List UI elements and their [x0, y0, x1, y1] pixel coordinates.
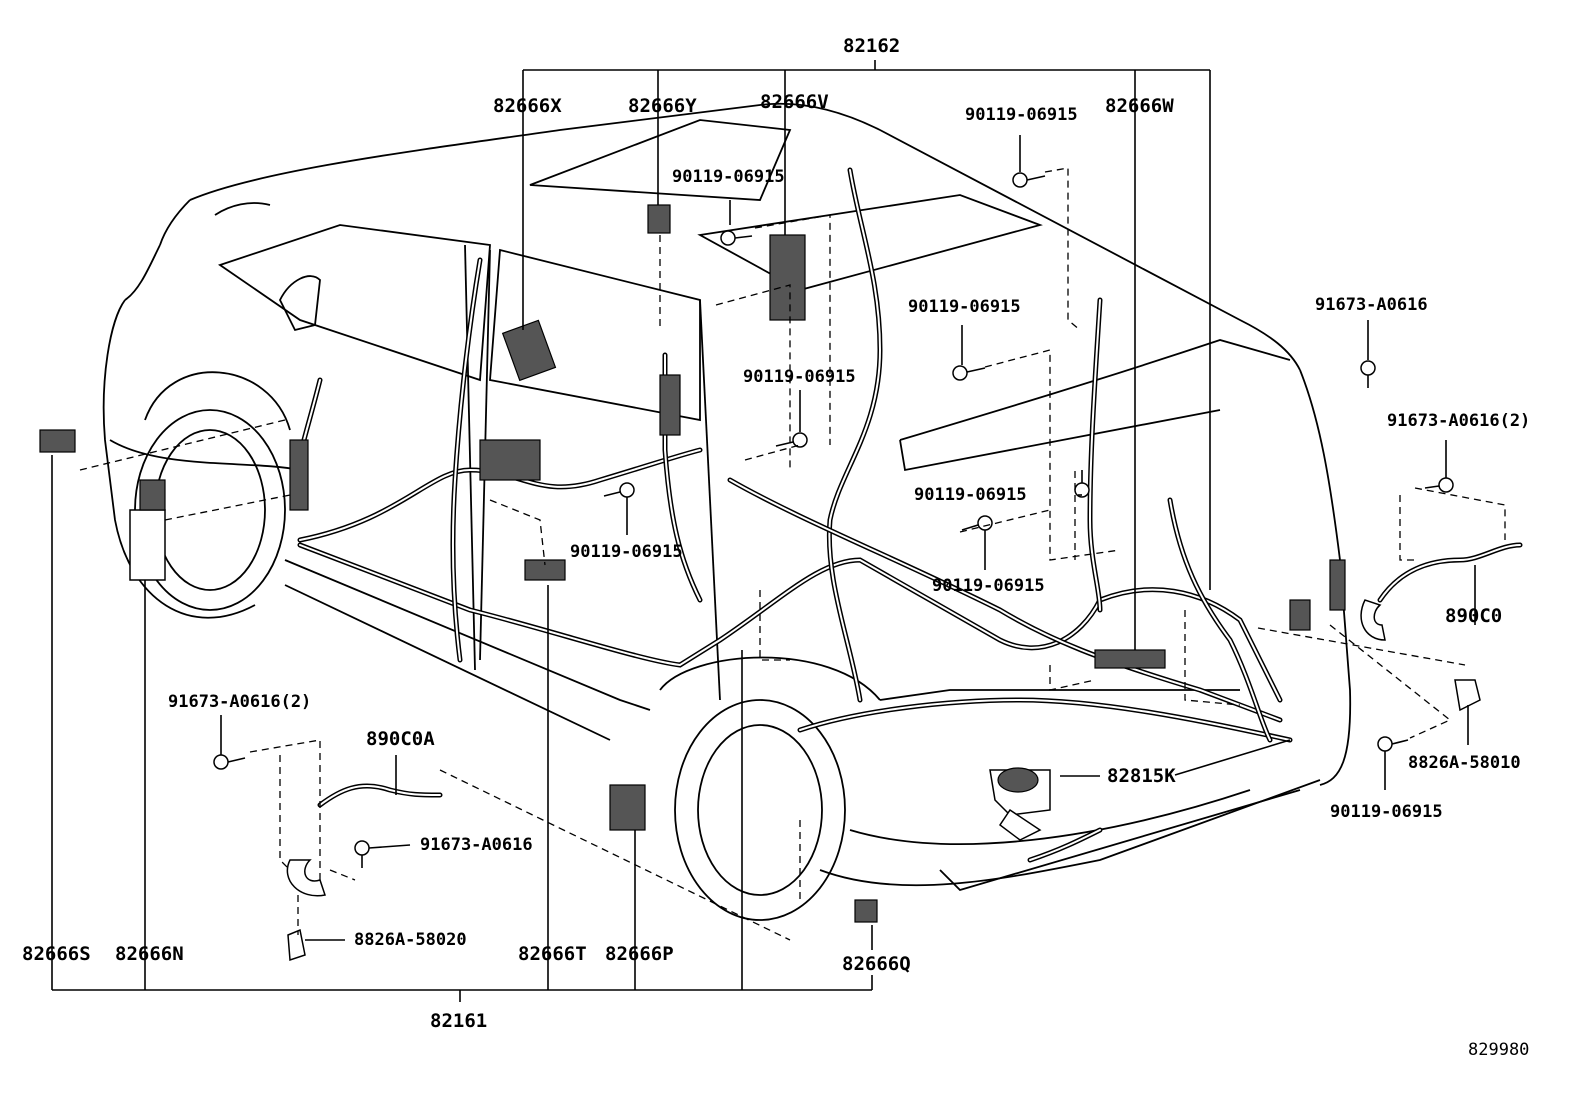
connector-82666P — [609, 784, 646, 831]
label-bolt-91673-x2-l: 91673-A0616(2) — [168, 692, 311, 712]
label-bolt-90119-low-c: 90119-06915 — [570, 542, 683, 562]
junction-block-center — [479, 439, 541, 481]
connector-82666S — [39, 429, 76, 453]
clamp-890C0A — [286, 859, 326, 897]
vehicle-body-outline — [102, 102, 1352, 921]
connector-82666W — [1094, 649, 1166, 669]
label-bolt-90119-br: 90119-06915 — [1330, 802, 1443, 822]
bolt-90119-top-c — [720, 230, 753, 246]
label-8826A-58010: 8826A-58010 — [1408, 753, 1521, 773]
connector-82666Q — [854, 899, 878, 923]
bolt-90119-top-r — [1012, 172, 1046, 188]
label-bolt-90119-low-r2: 90119-06915 — [932, 576, 1045, 596]
wire-harness-routing — [292, 167, 1523, 863]
label-bolt-91673-l: 91673-A0616 — [420, 835, 533, 855]
leader-lines — [51, 60, 1476, 1002]
label-82666X: 82666X — [493, 95, 562, 117]
connector-rear-quarter — [1289, 599, 1311, 631]
label-82666Q: 82666Q — [842, 953, 911, 975]
bolt-90119-br — [1377, 736, 1409, 752]
label-8826A-58020: 8826A-58020 — [354, 930, 467, 950]
bolt-90119-mid-r — [952, 365, 986, 381]
connector-82666Y — [647, 204, 671, 234]
connector-82666N-top — [139, 479, 166, 511]
bolt-90119-low-r2 — [961, 515, 993, 531]
label-82162: 82162 — [843, 35, 900, 57]
dashed-assembly-guides — [79, 167, 1506, 941]
clip-82666T — [524, 559, 566, 581]
label-bolt-91673-x2-tr: 91673-A0616(2) — [1387, 411, 1530, 431]
label-82161: 82161 — [430, 1010, 487, 1032]
label-82815K: 82815K — [1107, 765, 1176, 787]
label-890C0: 890C0 — [1445, 605, 1502, 627]
label-bolt-90119-top-c: 90119-06915 — [672, 167, 785, 187]
connector-front-pillar — [289, 439, 309, 511]
sensor-82815K — [997, 767, 1039, 793]
label-82666S: 82666S — [22, 943, 91, 965]
connector-82666X — [501, 319, 557, 382]
bolt-90119-low-r1 — [1074, 470, 1090, 498]
label-82666V: 82666V — [760, 91, 829, 113]
catalog-id: 829980 — [1468, 1040, 1529, 1060]
part-labels: 82162 82161 82666X 82666Y 82666V 82666W … — [22, 35, 1530, 1060]
label-bolt-90119-mid-c: 90119-06915 — [743, 367, 856, 387]
bolt-91673-tr — [1360, 360, 1376, 388]
clip-8826A-58010 — [1454, 679, 1481, 712]
bolt-90119-low-c — [603, 482, 635, 498]
label-82666T: 82666T — [518, 943, 587, 965]
bracket-82815K-lower — [998, 808, 1042, 841]
connector-c-pillar — [659, 374, 681, 436]
clip-8826A-58020 — [287, 928, 306, 962]
component-parts — [39, 172, 1481, 962]
connector-82666V — [769, 234, 806, 321]
connector-block-82666N — [129, 509, 166, 581]
connector-tailgate — [1329, 559, 1346, 611]
clamp-890C0 — [1360, 599, 1386, 641]
label-82666W: 82666W — [1105, 95, 1174, 117]
bolt-90119-mid-c — [775, 432, 808, 448]
label-890C0A: 890C0A — [366, 728, 435, 750]
label-bolt-90119-top-r: 90119-06915 — [965, 105, 1078, 125]
bolt-91673-l — [354, 840, 370, 868]
label-82666P: 82666P — [605, 943, 674, 965]
label-bolt-90119-low-r1: 90119-06915 — [914, 485, 1027, 505]
label-82666N: 82666N — [115, 943, 184, 965]
label-82666Y: 82666Y — [628, 95, 697, 117]
bolt-91673-x2-tr — [1424, 477, 1454, 493]
label-bolt-91673-tr: 91673-A0616 — [1315, 295, 1428, 315]
label-bolt-90119-mid-r: 90119-06915 — [908, 297, 1021, 317]
bolt-91673-x2-l — [213, 754, 246, 770]
